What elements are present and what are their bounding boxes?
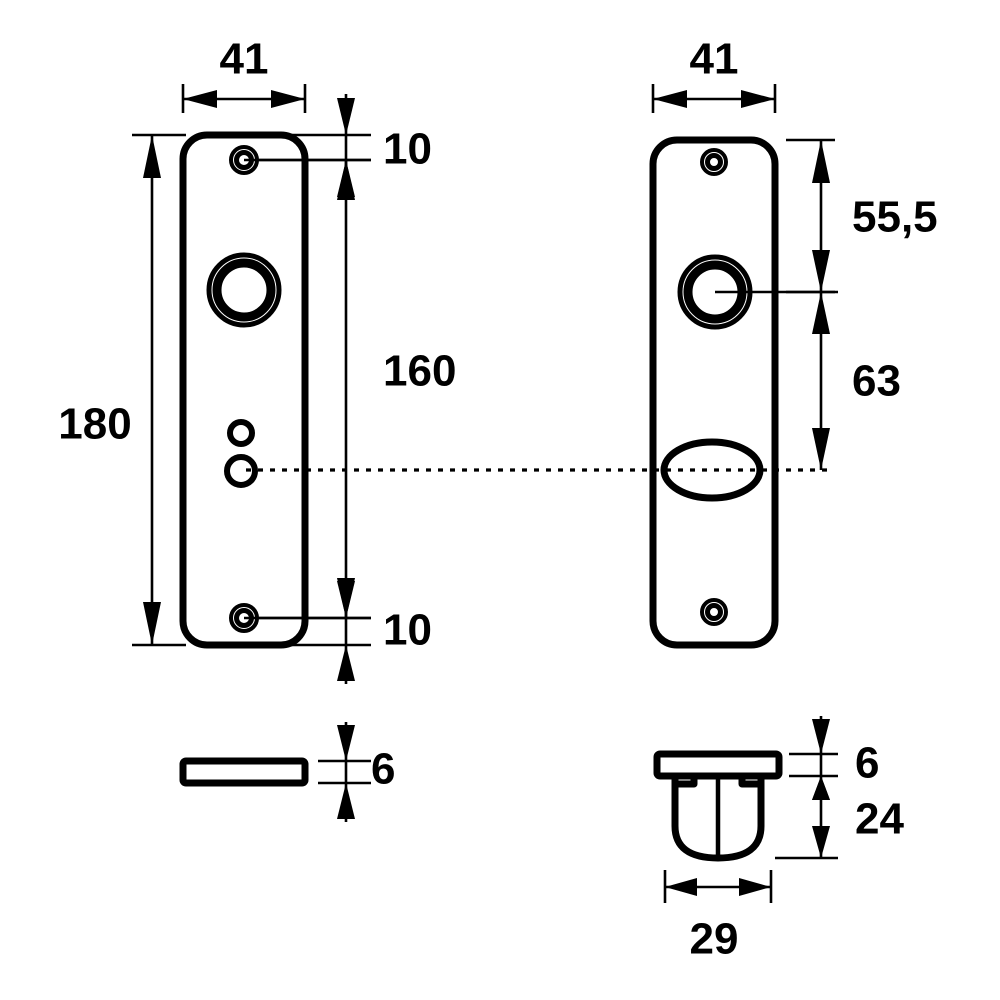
- arrow-down: [812, 250, 830, 292]
- arrow-down: [812, 428, 830, 470]
- arrow-down-into: [337, 725, 355, 761]
- arrow-up-into: [337, 783, 355, 819]
- dim-label-knob-cap-thickness: 6: [855, 739, 879, 788]
- left-keyhole-upper-circle: [227, 419, 255, 447]
- arrow-left: [665, 878, 697, 896]
- dimension-plate-thickness-6: 6: [318, 722, 395, 822]
- dim-label-left-width: 41: [220, 35, 269, 84]
- arrow-down-into: [812, 719, 830, 754]
- left-front-view: [179, 131, 309, 649]
- arrow-up: [812, 776, 830, 800]
- arrow-right: [741, 90, 775, 108]
- dimension-screw-spacing-160: 160: [337, 160, 456, 618]
- right-top-screw-hole: [700, 148, 728, 176]
- arrow-down-into: [337, 98, 355, 135]
- dim-label-plate-thickness: 6: [371, 745, 395, 794]
- arrow-right: [739, 878, 771, 896]
- right-oval-cylinder-opening: [660, 438, 764, 502]
- dim-label-bottom-offset: 10: [383, 606, 432, 655]
- dimension-knob-body-width-29: 29: [663, 870, 773, 964]
- dim-label-knob-body-width: 29: [690, 915, 739, 964]
- dim-label-screw-spacing: 160: [383, 347, 456, 396]
- arrow-up: [812, 292, 830, 334]
- dim-label-top-offset: 10: [383, 125, 432, 174]
- left-section-view: [179, 757, 309, 787]
- left-plate-edge-bar: [179, 757, 309, 787]
- left-spindle-hole: [206, 252, 282, 328]
- arrow-right: [271, 90, 305, 108]
- right-plate-outline: [649, 136, 779, 649]
- left-keyhole: [224, 419, 258, 488]
- dim-label-keyhole-from-spindle: 63: [852, 357, 901, 406]
- left-keyhole-lower-circle: [224, 454, 258, 488]
- arrow-down: [812, 826, 830, 858]
- arrow-up-into: [337, 645, 355, 681]
- dimension-knob-body-height-24: 24: [775, 776, 904, 860]
- arrow-left: [183, 90, 217, 108]
- arrow-up: [812, 140, 830, 183]
- dim-label-right-width: 41: [690, 35, 739, 84]
- dimension-spindle-from-top-555: 55,5: [786, 138, 938, 294]
- arrow-down: [337, 160, 355, 200]
- arrow-down-into: [337, 581, 355, 618]
- dim-label-spindle-from-top: 55,5: [852, 193, 938, 242]
- dimension-keyhole-from-spindle-63: 63: [812, 292, 901, 470]
- right-bottom-screw-hole: [700, 598, 728, 626]
- dimension-left-height-180: 180: [58, 133, 186, 647]
- dim-label-left-height: 180: [58, 400, 131, 449]
- leader-lines: [244, 158, 838, 620]
- arrow-left: [653, 90, 687, 108]
- dimension-right-width-41: 41: [651, 35, 777, 113]
- left-plate-outline: [179, 131, 309, 649]
- dim-label-knob-body-height: 24: [855, 795, 904, 844]
- arrow-up: [143, 135, 161, 178]
- right-front-view: [649, 136, 779, 649]
- dimension-left-width-41: 41: [181, 35, 307, 113]
- arrow-down: [143, 602, 161, 645]
- right-section-view: [653, 750, 783, 862]
